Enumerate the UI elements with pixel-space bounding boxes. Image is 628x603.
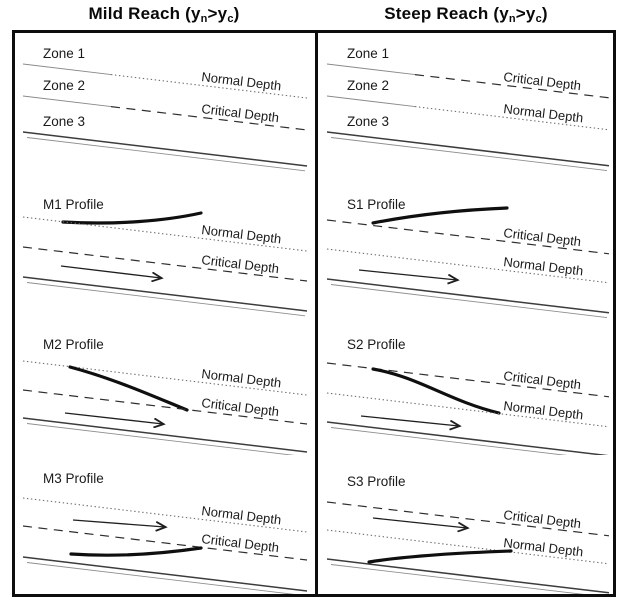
channel-bed-line (326, 558, 610, 594)
zone-2-label: Zone 2 (43, 78, 85, 93)
critical-depth-line (326, 501, 610, 537)
normal-depth-label: Normal Depth (201, 69, 282, 93)
zone-3-label: Zone 3 (347, 114, 389, 129)
channel-bed-line (22, 276, 308, 312)
flow-direction-arrow (60, 265, 161, 278)
title-text: >y (515, 4, 536, 23)
m1-profile-panel: M1 Profile Normal Depth Critical Depth (22, 197, 308, 317)
m2-profile-panel: M2 Profile Normal Depth Critical Depth (22, 337, 308, 455)
zone-1-label: Zone 1 (347, 46, 389, 61)
title-text: >y (207, 4, 228, 23)
subscript-c: c (227, 13, 234, 25)
normal-depth-label: Normal Depth (201, 503, 282, 527)
normal-depth-line (326, 95, 416, 108)
mild-reach-column: Zone 1 Normal Depth Zone 2 Critical Dept… (15, 33, 316, 594)
channel-bed-line (22, 131, 308, 167)
critical-depth-line (110, 106, 308, 131)
channel-bed-underline (26, 137, 306, 172)
m1-profile-label: M1 Profile (43, 197, 104, 212)
normal-depth-line (326, 248, 610, 284)
critical-depth-label: Critical Depth (503, 225, 582, 249)
s3-profile-panel: S3 Profile Critical Depth Normal Depth (326, 474, 610, 594)
channel-bed-line (22, 417, 308, 453)
title-text: Mild Reach (y (88, 4, 201, 23)
critical-depth-line (326, 63, 416, 76)
zone-1-label: Zone 1 (43, 46, 85, 61)
m3-profile-curve (69, 546, 203, 557)
channel-bed-line (22, 556, 308, 592)
channel-bed-underline (26, 423, 295, 455)
s1-profile-curve (371, 206, 509, 225)
title-text: ) (233, 4, 240, 23)
critical-depth-line (22, 389, 308, 425)
m3-profile-panel: M3 Profile Normal Depth Critical Depth (22, 471, 308, 594)
s1-profile-panel: S1 Profile Critical Depth Normal Depth (326, 197, 610, 319)
normal-depth-line (326, 529, 610, 565)
channel-bed-underline (330, 564, 584, 594)
m2-profile-label: M2 Profile (43, 337, 104, 352)
flow-direction-arrow (72, 519, 165, 527)
column-divider (315, 33, 318, 594)
s3-profile-curve (367, 549, 513, 564)
s3-profile-label: S3 Profile (347, 474, 406, 489)
channel-bed-line (326, 131, 610, 167)
channel-bed-underline (330, 427, 568, 455)
title-text: ) (541, 4, 548, 23)
channel-bed-line (326, 421, 609, 455)
flow-direction-arrow (360, 415, 459, 426)
mild-zones-panel: Zone 1 Normal Depth Zone 2 Critical Dept… (22, 46, 308, 172)
diagram-border (12, 30, 616, 597)
normal-depth-line (110, 74, 308, 99)
normal-depth-label: Normal Depth (503, 254, 584, 278)
channel-bed-underline (26, 282, 306, 317)
normal-depth-label: Normal Depth (503, 535, 584, 559)
subscript-n: n (200, 13, 208, 25)
normal-depth-label: Normal Depth (201, 222, 282, 246)
critical-depth-label: Critical Depth (503, 368, 582, 392)
critical-depth-line (22, 525, 308, 561)
steep-reach-title: Steep Reach (yn>yc) (316, 0, 616, 28)
normal-depth-label: Normal Depth (201, 366, 282, 390)
flow-direction-arrow (372, 517, 467, 528)
critical-depth-label: Critical Depth (503, 507, 582, 531)
normal-depth-line (22, 63, 112, 76)
channel-bed-underline (330, 284, 608, 319)
channel-bed-line (326, 278, 610, 314)
steep-reach-column: Zone 1 Critical Depth Zone 2 Normal Dept… (319, 33, 613, 594)
flow-direction-arrow (64, 412, 163, 424)
normal-depth-label: Normal Depth (503, 398, 584, 422)
critical-depth-line (326, 219, 610, 255)
s2-profile-panel: S2 Profile Critical Depth Normal Depth (326, 337, 610, 455)
title-text: Steep Reach (y (384, 4, 509, 23)
s2-profile-curve (371, 367, 501, 415)
flow-direction-arrow (358, 269, 457, 280)
channel-bed-underline (330, 137, 608, 172)
m3-profile-label: M3 Profile (43, 471, 104, 486)
s1-profile-label: S1 Profile (347, 197, 406, 212)
critical-depth-line (414, 74, 610, 99)
mild-reach-title: Mild Reach (yn>yc) (12, 0, 316, 28)
m1-profile-curve (61, 211, 203, 225)
channel-bed-underline (26, 562, 295, 594)
subscript-c: c (535, 13, 542, 25)
subscript-n: n (508, 13, 516, 25)
critical-depth-line (22, 246, 308, 282)
critical-depth-line (22, 95, 112, 108)
normal-depth-line (414, 106, 610, 131)
normal-depth-line (326, 392, 610, 428)
m2-profile-curve (68, 365, 189, 412)
zone-3-label: Zone 3 (43, 114, 85, 129)
s2-profile-label: S2 Profile (347, 337, 406, 352)
steep-zones-panel: Zone 1 Critical Depth Zone 2 Normal Dept… (326, 46, 610, 172)
zone-2-label: Zone 2 (347, 78, 389, 93)
